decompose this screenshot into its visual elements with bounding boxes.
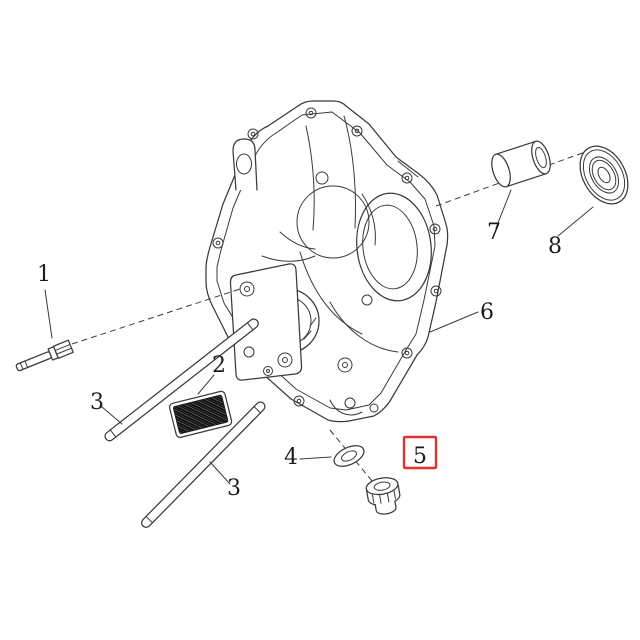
part-label-4[interactable]: 4 bbox=[284, 445, 298, 470]
bushing-drawing bbox=[491, 140, 551, 188]
bolt-drawing bbox=[15, 339, 74, 372]
part-label-1[interactable]: 1 bbox=[37, 262, 51, 287]
part-label-8[interactable]: 8 bbox=[548, 234, 562, 259]
screen-filter-drawing bbox=[168, 390, 233, 439]
part-label-3-lower[interactable]: 3 bbox=[227, 476, 241, 501]
part-label-2[interactable]: 2 bbox=[212, 353, 226, 378]
axis-dashed-lines bbox=[71, 151, 586, 511]
crankcase-cover-drawing bbox=[205, 100, 449, 423]
bolt-holes bbox=[212, 107, 442, 413]
bearing-drawing bbox=[579, 145, 629, 205]
stud-lower-drawing bbox=[141, 401, 266, 528]
part-label-3-upper[interactable]: 3 bbox=[90, 390, 104, 415]
washer-drawing bbox=[333, 445, 365, 467]
part-label-5[interactable]: 5 bbox=[413, 444, 427, 469]
case-ribs bbox=[261, 115, 419, 416]
stud-upper-drawing bbox=[104, 318, 259, 442]
part-label-7[interactable]: 7 bbox=[487, 220, 501, 245]
plug-drawing bbox=[365, 477, 401, 515]
leader-lines bbox=[44, 189, 594, 485]
selected-part-highlight bbox=[402, 435, 438, 470]
part-label-6[interactable]: 6 bbox=[480, 300, 494, 325]
